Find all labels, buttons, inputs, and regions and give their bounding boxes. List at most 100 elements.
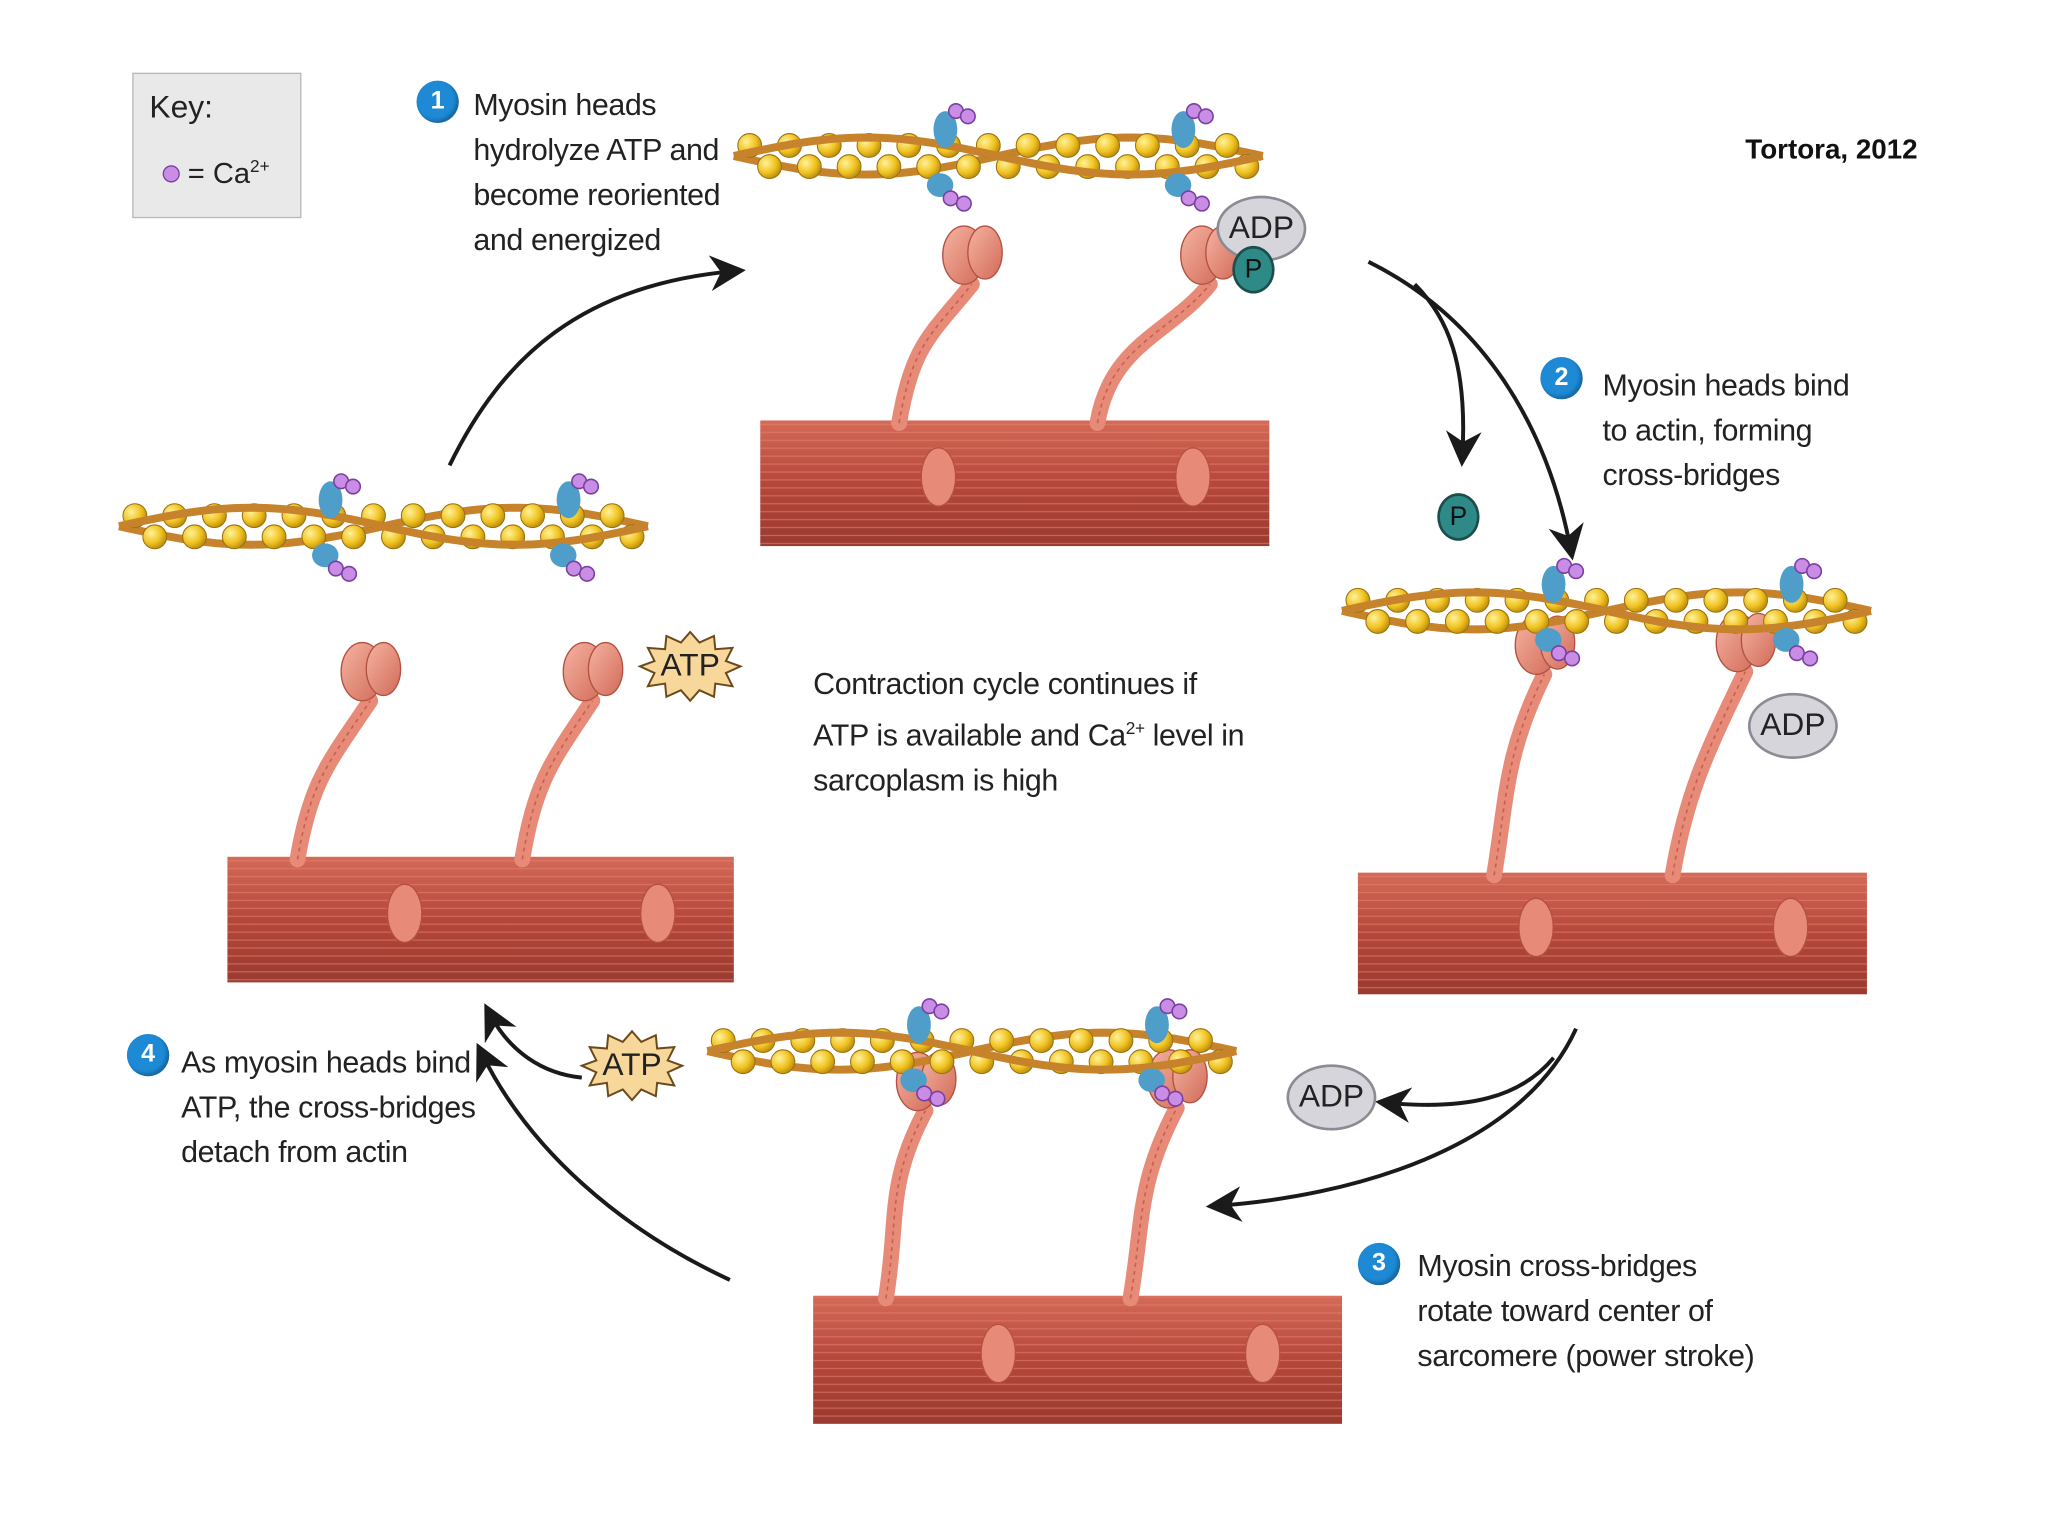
myosin-neck xyxy=(1089,276,1218,432)
panel-step-2 xyxy=(1341,557,1872,995)
calcium-ion xyxy=(1802,650,1819,667)
arrow-atp-binding xyxy=(484,1003,582,1080)
troponin xyxy=(550,543,577,568)
step-3-line: rotate toward center of xyxy=(1417,1293,1713,1328)
key-entry-text: = Ca xyxy=(187,156,251,190)
atp-badge-bound: ATP xyxy=(637,629,744,703)
calcium-ion xyxy=(1180,190,1197,207)
actin-bead xyxy=(1524,609,1550,634)
troponin xyxy=(556,481,581,519)
step-2-label: Myosin heads bind to actin, forming cros… xyxy=(1603,362,1850,497)
step-1-line: hydrolyze ATP and xyxy=(473,132,720,167)
actin-bead xyxy=(1068,1028,1094,1054)
calcium-ion xyxy=(1550,645,1567,662)
actin-bead xyxy=(1108,1028,1134,1054)
panel-step-3 xyxy=(706,998,1343,1425)
calcium-ion xyxy=(1154,1085,1171,1102)
tropomyosin-strand xyxy=(706,1028,1238,1074)
calcium-ion xyxy=(582,478,600,495)
step-1-line: and energized xyxy=(473,222,661,257)
troponin xyxy=(1145,1006,1169,1044)
calcium-ion xyxy=(578,565,596,582)
myosin-knob xyxy=(386,883,423,944)
tropomyosin-strand xyxy=(118,503,649,549)
actin-bead xyxy=(1214,133,1240,158)
actin-bead xyxy=(1405,609,1430,634)
troponin xyxy=(1535,628,1562,652)
calcium-ion xyxy=(1197,108,1214,125)
calcium-ion xyxy=(955,195,972,212)
actin-bead xyxy=(1188,1028,1213,1054)
step-4-line: detach from actin xyxy=(181,1134,408,1169)
actin-bead xyxy=(1623,587,1649,613)
actin-bead xyxy=(1095,133,1121,158)
calcium-ion xyxy=(959,108,976,125)
actin-bead xyxy=(1365,609,1391,634)
arrow-3-to-4 xyxy=(476,1042,731,1282)
calcium-ion-icon xyxy=(162,164,180,183)
calcium-ion xyxy=(344,478,362,495)
troponin xyxy=(900,1068,927,1093)
myosin-neck xyxy=(891,276,980,432)
actin-bead xyxy=(1484,609,1510,634)
source-citation: Tortora, 2012 xyxy=(1745,134,1918,166)
atp-starburst-icon xyxy=(637,630,744,703)
cycle-arrows xyxy=(447,255,1584,1282)
step-4-number: 4 xyxy=(126,1033,170,1077)
troponin xyxy=(926,173,954,198)
actin-bead xyxy=(876,154,902,180)
center-note-line: sarcoplasm is high xyxy=(813,762,1058,797)
myosin-head xyxy=(967,225,1003,280)
actin-bead xyxy=(916,154,942,180)
center-note-line: ATP is available and Ca2+ level in xyxy=(813,717,1245,752)
actin-bead xyxy=(221,524,247,550)
myosin-head xyxy=(587,641,624,697)
actin-bead xyxy=(1444,609,1470,634)
actin-bead xyxy=(301,524,327,550)
myosin-neck xyxy=(1486,666,1553,884)
step-3-line: sarcomere (power stroke) xyxy=(1417,1338,1755,1373)
step-4-label: As myosin heads bind ATP, the cross-brid… xyxy=(181,1039,476,1174)
key-legend: Key: = Ca2+ xyxy=(132,72,302,219)
myosin-knob xyxy=(920,447,957,507)
actin-bead xyxy=(889,1049,915,1075)
tropomyosin-strand xyxy=(732,133,1264,179)
actin-bead xyxy=(261,524,287,550)
actin-bead xyxy=(730,1049,756,1075)
step-1-label: Myosin heads hydrolyze ATP and become re… xyxy=(473,82,720,262)
calcium-ion xyxy=(565,560,582,577)
calcium-ion xyxy=(942,190,959,207)
calcium-ion xyxy=(1193,195,1210,212)
myosin-knob xyxy=(1175,447,1211,507)
myosin-neck xyxy=(877,1102,934,1307)
atp-badge-incoming: ATP xyxy=(579,1029,685,1103)
troponin xyxy=(907,1006,931,1044)
myosin-knob xyxy=(1518,897,1554,958)
center-note: Contraction cycle continues if ATP is av… xyxy=(813,661,1244,802)
calcium-ion xyxy=(327,560,344,577)
arrow-2-to-3 xyxy=(1205,1027,1578,1222)
step-3-number: 3 xyxy=(1357,1242,1401,1286)
actin-bead xyxy=(836,154,862,180)
panel-step-4 xyxy=(118,473,734,983)
actin-bead xyxy=(599,503,625,529)
actin-bead xyxy=(929,1049,955,1075)
adp-badge-released: ADP xyxy=(1286,1064,1377,1131)
troponin xyxy=(1773,628,1800,652)
calcium-ion xyxy=(916,1085,933,1102)
atp-label: ATP xyxy=(602,1047,662,1083)
myosin-knob xyxy=(640,883,676,944)
actin-bead xyxy=(1743,587,1769,613)
step-1-line: become reoriented xyxy=(473,177,721,212)
panel-step-1 xyxy=(732,102,1270,547)
step-3-label: Myosin cross-bridges rotate toward cente… xyxy=(1417,1243,1754,1378)
step-2-number: 2 xyxy=(1540,356,1583,400)
key-title: Key: xyxy=(149,89,213,126)
myosin-neck xyxy=(1122,1100,1185,1307)
actin-bead xyxy=(182,524,207,550)
troponin xyxy=(1138,1068,1165,1093)
actin-bead xyxy=(1055,133,1081,158)
step-1-number: 1 xyxy=(416,80,459,123)
actin-bead xyxy=(757,154,783,180)
adp-badge-step1: ADP xyxy=(1216,195,1307,262)
